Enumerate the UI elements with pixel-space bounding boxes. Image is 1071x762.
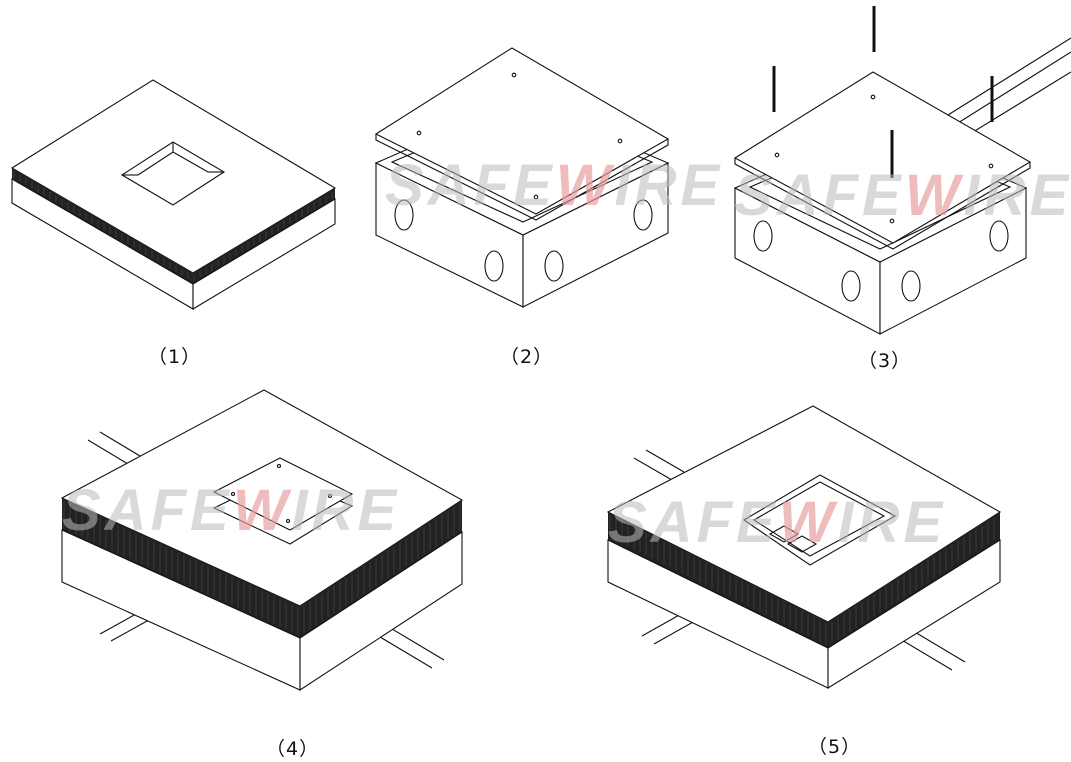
step-2-label: （2） [500, 346, 554, 368]
step-1-slab-opening [10, 79, 337, 310]
step-4-band-hatch [63, 500, 461, 636]
step-5-slab-cover-flush [606, 405, 1002, 689]
step-1-band-hatch [13, 171, 333, 282]
step-3-label: （3） [858, 350, 912, 372]
watermark-group: SAFEWIRE SAFEWIRE SAFEWIRE SAFEWIRE [62, 153, 1071, 555]
watermark-4: SAFEWIRE [608, 490, 946, 555]
step-5-label: （5） [808, 736, 862, 758]
step-1-label: （1） [148, 346, 202, 368]
step-5-band-hatch [609, 515, 995, 645]
watermark-1: SAFEWIRE [385, 153, 723, 218]
watermark-2: SAFEWIRE [734, 163, 1071, 228]
step-3-box-screws [733, 6, 1071, 335]
step-4-slab-box-installed [60, 389, 464, 692]
watermark-3: SAFEWIRE [62, 478, 400, 543]
step-2-box-and-lid [374, 47, 670, 308]
step-4-label: （4） [266, 738, 320, 760]
